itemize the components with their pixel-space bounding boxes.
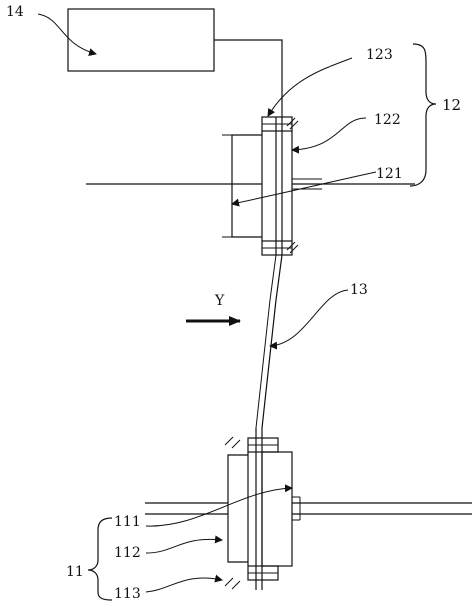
label-14: 14 (6, 4, 24, 20)
upper-assembly-12 (86, 116, 415, 256)
label-112: 112 (114, 545, 141, 561)
leader-122 (291, 117, 367, 154)
shaft-13 (261, 254, 283, 429)
label-122: 122 (374, 112, 401, 128)
leader-113 (145, 574, 223, 593)
lower-assembly-11 (145, 428, 472, 590)
label-123: 123 (366, 47, 393, 63)
label-13: 13 (350, 282, 368, 298)
leader-14 (37, 13, 97, 56)
label-111: 111 (114, 514, 141, 530)
label-121: 121 (376, 166, 403, 182)
box-connector-line (214, 39, 283, 117)
leader-123 (267, 57, 353, 117)
leader-111 (145, 484, 293, 527)
label-113: 113 (114, 586, 141, 602)
leader-112 (145, 535, 223, 554)
label-y: Y (214, 293, 225, 309)
leader-13 (269, 289, 349, 350)
component-14-box (67, 8, 215, 72)
label-12: 12 (442, 96, 461, 114)
brace-11 (87, 517, 113, 601)
brace-12 (409, 43, 437, 187)
label-11: 11 (66, 564, 84, 580)
leader-121 (231, 171, 377, 207)
